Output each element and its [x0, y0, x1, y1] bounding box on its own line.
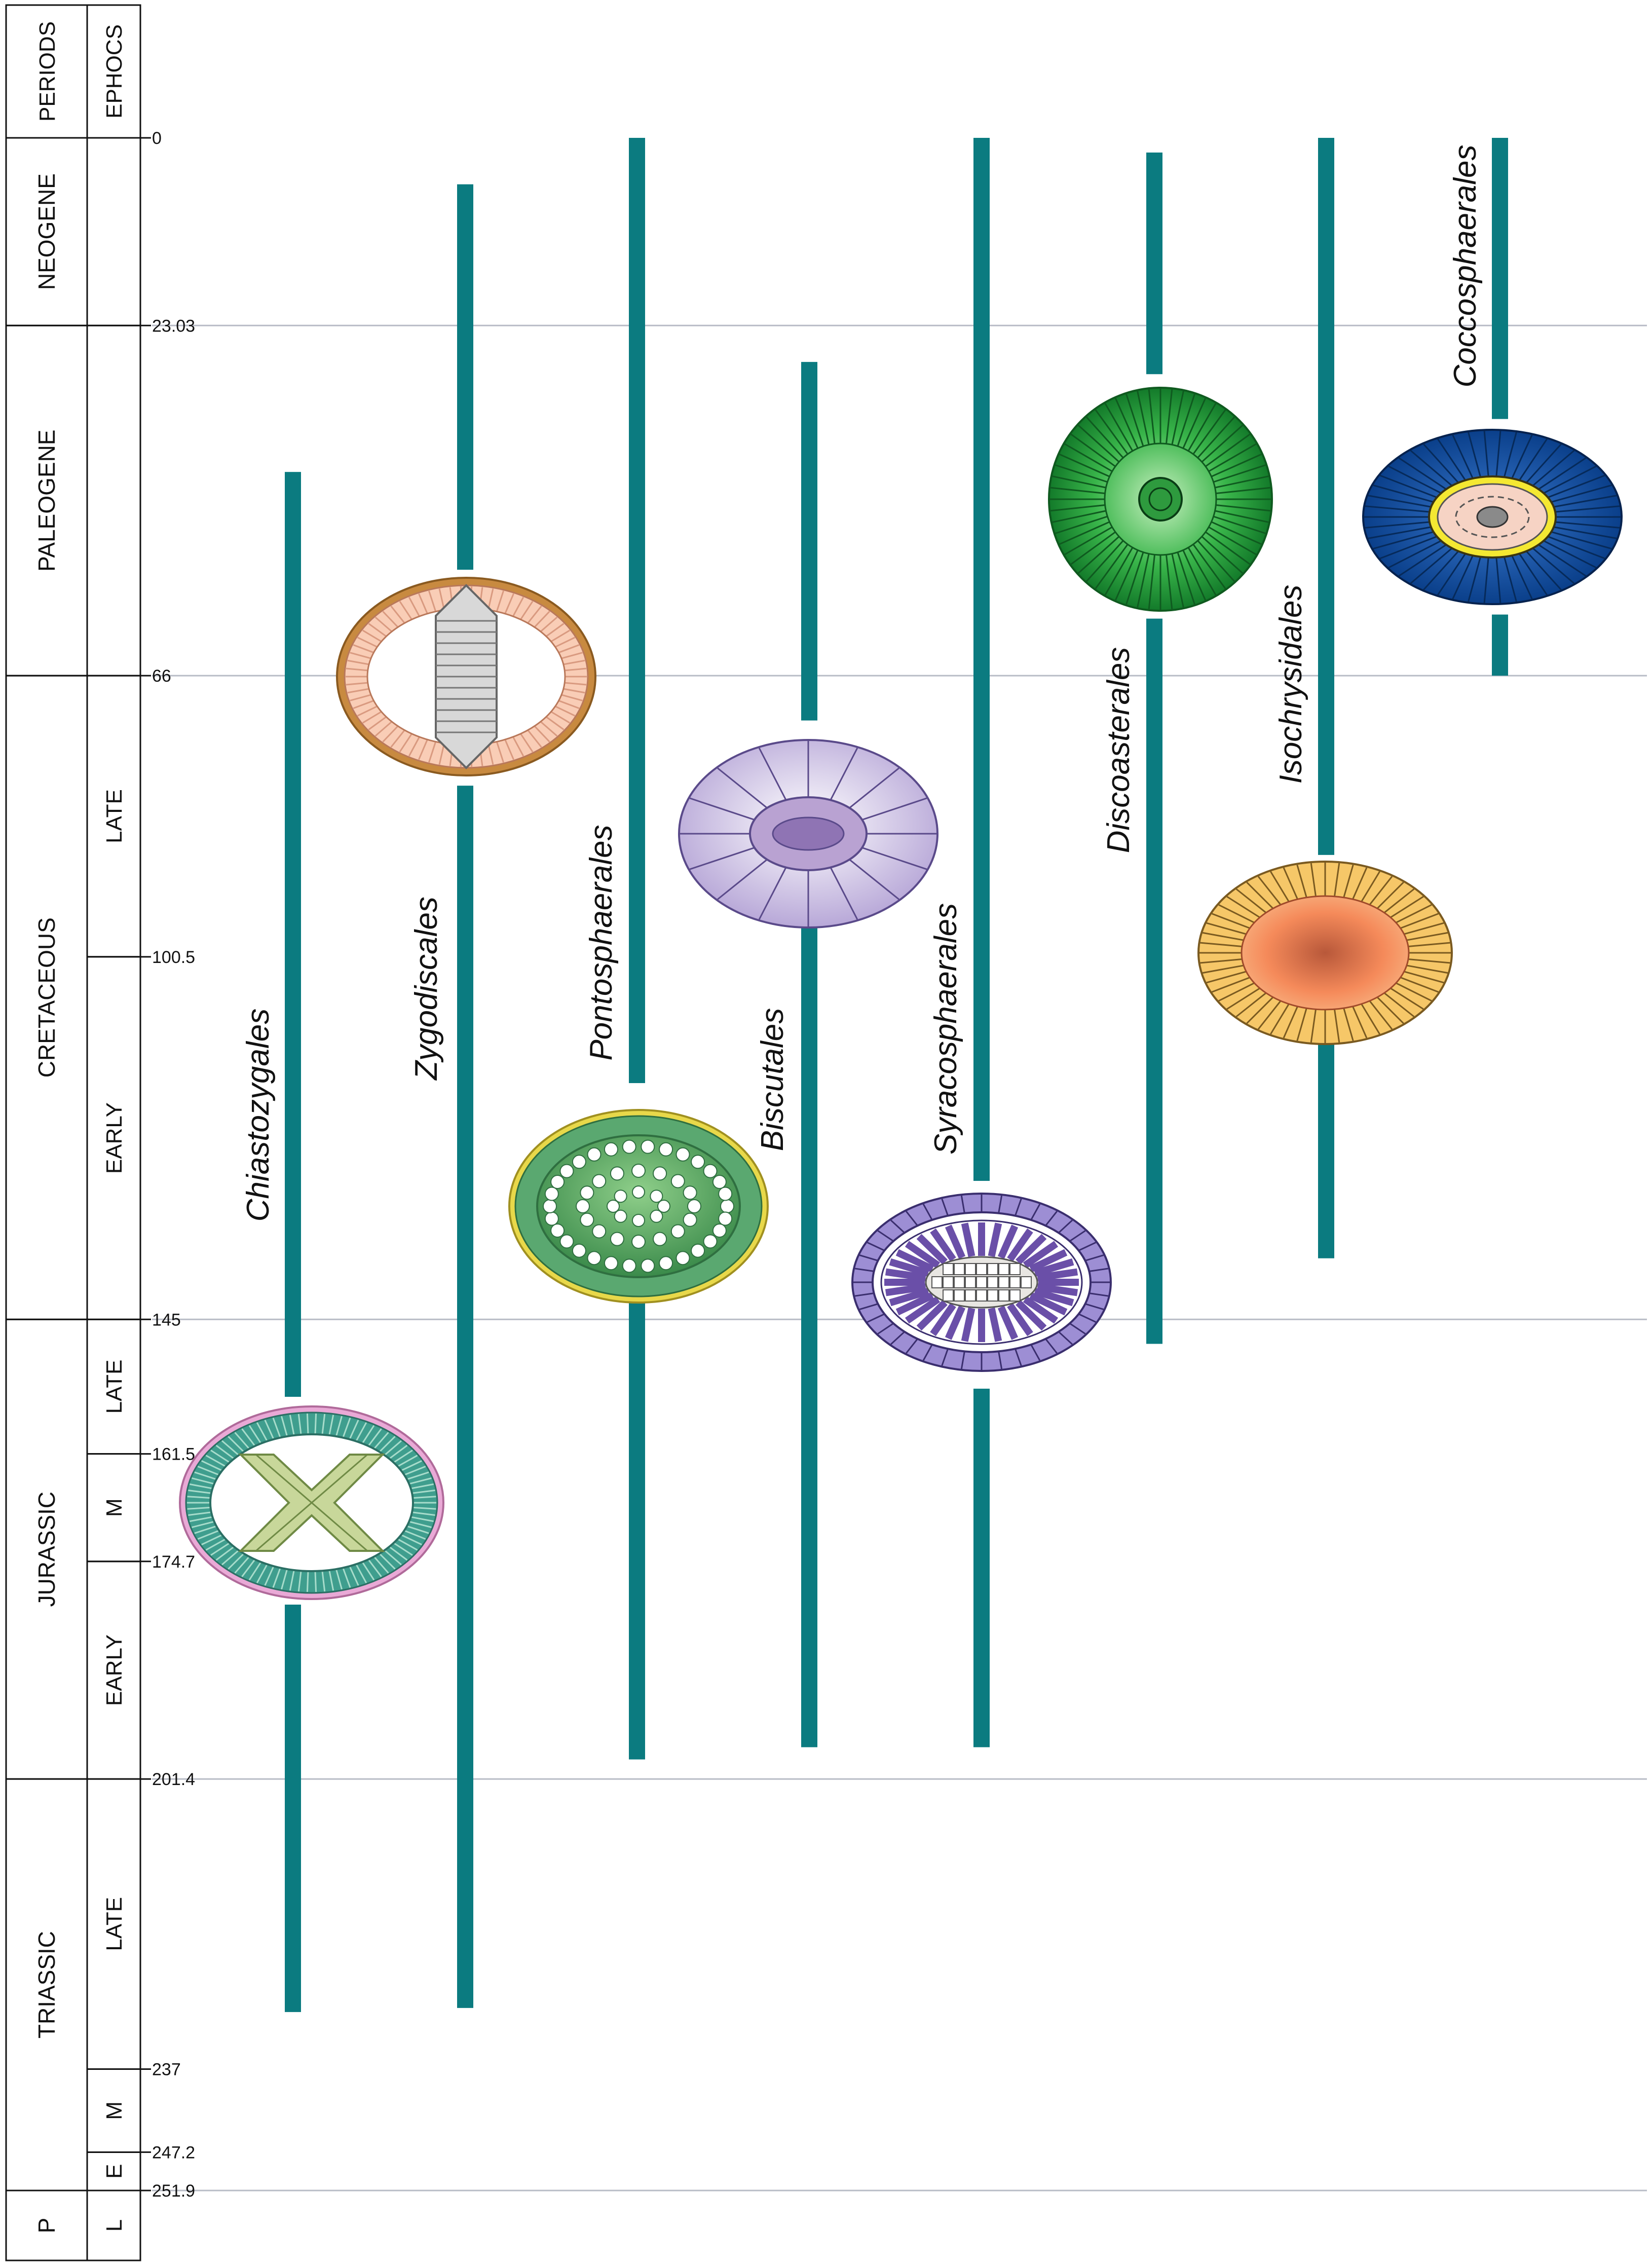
range-bar-syracosphaerales-1 [973, 138, 990, 1181]
order-label-chiastozygales: Chiastozygales [241, 1009, 276, 1221]
epoch-label-4: LATE [102, 1360, 127, 1414]
epoch-label-2: LATE [102, 789, 127, 843]
epoch-column: LATE EARLY LATE M EARLY LATE M E L [86, 137, 141, 2261]
coccosphaerales-coccolith-icon [1362, 429, 1623, 605]
chiastozygales-coccolith-icon [179, 1405, 444, 1600]
order-label-coccosphaerales: Coccosphaerales [1448, 144, 1483, 387]
epoch-label-5: M [102, 1498, 127, 1517]
range-bar-coccosphaerales-1 [1492, 138, 1508, 419]
epoch-cell-0 [86, 137, 141, 326]
periods-header: PERIODS [35, 21, 60, 122]
epoch-label-3: EARLY [102, 1102, 127, 1174]
period-label-paleogene: PALEOGENE [33, 430, 60, 572]
epoch-label-6: EARLY [102, 1635, 127, 1706]
order-labels: Chiastozygales Zygodiscales Pontosphaera… [241, 144, 1483, 1221]
order-label-discoasterales: Discoasterales [1101, 647, 1136, 853]
range-bar-chiastozygales-1 [285, 472, 301, 1397]
epoch-label-9: E [102, 2164, 127, 2179]
tick-label-10: 251.9 [152, 2181, 195, 2201]
tick-label-1: 23.03 [152, 316, 195, 336]
range-bar-chiastozygales-2 [285, 1605, 301, 2012]
header-row: PERIODS EPHOCS [5, 4, 141, 139]
range-bar-isochrysidales-1 [1318, 138, 1334, 855]
range-bar-coccosphaerales-2 [1492, 614, 1508, 676]
period-label-cretaceous: CRETACEOUS [33, 917, 60, 1078]
tick-label-9: 247.2 [152, 2143, 195, 2162]
tick-label-5: 161.5 [152, 1445, 195, 1464]
range-bar-isochrysidales-2 [1318, 1042, 1334, 1258]
tick-label-4: 145 [152, 1310, 181, 1329]
tick-label-3: 100.5 [152, 948, 195, 967]
isochrysidales-coccolith-icon [1197, 861, 1453, 1045]
tick-label-8: 237 [152, 2060, 181, 2079]
range-bar-biscutales-1 [801, 362, 817, 721]
range-bar-discoasterales-1 [1146, 152, 1162, 375]
order-label-zygodiscales: Zygodiscales [409, 897, 444, 1081]
period-column: NEOGENE PALEOGENE CRETACEOUS JURASSIC TRIASS… [5, 137, 88, 2261]
range-bars [285, 138, 1508, 2012]
range-bar-biscutales-2 [801, 928, 817, 1748]
period-label-p: P [33, 2218, 60, 2234]
order-label-syracosphaerales: Syracosphaerales [928, 903, 963, 1155]
period-label-neogene: NEOGENE [33, 173, 60, 290]
tick-label-6: 174.7 [152, 1552, 195, 1572]
tick-label-2: 66 [152, 666, 171, 686]
range-bar-pontosphaerales-1 [629, 138, 645, 1084]
epoch-label-10: L [102, 2219, 127, 2232]
order-label-pontosphaerales: Pontosphaerales [584, 825, 619, 1060]
epoch-label-7: LATE [102, 1897, 127, 1951]
tick-label-7: 201.4 [152, 1770, 195, 1789]
syracosphaerales-coccolith-icon [851, 1193, 1112, 1372]
epoch-cell-10 [86, 2189, 141, 2261]
order-label-biscutales: Biscutales [755, 1008, 790, 1152]
discoasterales-nannolith-icon [1048, 387, 1273, 612]
coccolith-illustrations [179, 387, 1623, 1600]
range-bar-syracosphaerales-2 [973, 1388, 990, 1748]
epochs-header: EPHOCS [102, 24, 127, 119]
biscutales-coccolith-icon [678, 739, 938, 929]
epoch-cell-1 [86, 324, 141, 677]
range-bar-zygodiscales-2 [457, 786, 473, 2008]
age-ticks: 0 23.03 66 100.5 145 161.5 174.7 201.4 237 247.2 2… [140, 129, 195, 2201]
period-label-jurassic: JURASSIC [33, 1492, 60, 1607]
range-bar-pontosphaerales-2 [629, 1295, 645, 1760]
range-bar-discoasterales-2 [1146, 618, 1162, 1344]
period-label-triassic: TRIASSIC [33, 1931, 60, 2038]
zygodiscales-coccolith-icon [336, 577, 596, 776]
tick-label-0: 0 [152, 129, 162, 148]
epoch-label-8: M [102, 2101, 127, 2120]
range-bar-zygodiscales-1 [457, 184, 473, 570]
pontosphaerales-coccolith-icon [508, 1109, 769, 1304]
order-label-isochrysidales: Isochrysidales [1273, 585, 1308, 784]
